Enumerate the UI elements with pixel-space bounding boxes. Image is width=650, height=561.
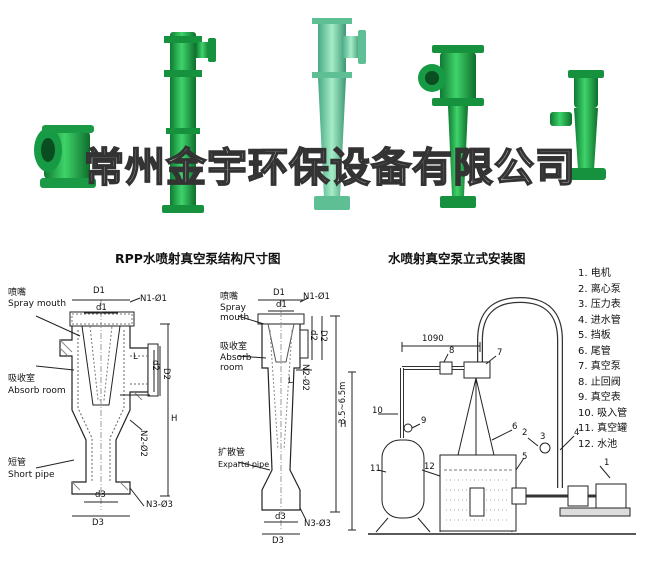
left-dim-N1: N1-Ø1: [140, 294, 167, 304]
callout-4: 4: [574, 428, 580, 438]
left-dim-d1: d1: [96, 303, 107, 313]
callout-12: 12: [424, 462, 435, 472]
left-dim-L: L: [133, 352, 138, 362]
mid-dim-d1: d1: [276, 300, 287, 310]
install-dim-height: 3.5~6.5m: [338, 381, 348, 424]
mid-dim-N2: N2-Ø2: [300, 364, 310, 391]
legend-item: 1. 电机: [578, 268, 611, 279]
legend-item: 5. 挡板: [578, 330, 611, 341]
left-dim-D3: D3: [92, 518, 104, 528]
callout-6: 6: [512, 422, 518, 432]
mid-label-expand-cn: 扩散管: [218, 448, 246, 458]
legend-item: 12. 水池: [578, 438, 618, 450]
callout-9: 9: [421, 416, 427, 426]
mid-dim-N3: N3-Ø3: [304, 519, 331, 529]
callout-10: 10: [372, 406, 383, 416]
mid-label-expand-en: Expartd pipe: [218, 460, 270, 469]
left-dim-D1: D1: [93, 286, 105, 296]
mid-dim-d2: d2: [308, 330, 318, 341]
pump-photo-1: [34, 125, 96, 188]
left-label-short-cn: 短管: [8, 458, 27, 468]
legend-item: 9. 真空表: [578, 392, 621, 403]
installation-legend: 1. 电机 2. 离心泵 3. 压力表 4. 进水管 5. 挡板 6. 尾管 7…: [578, 266, 627, 452]
mid-dim-H: H: [340, 420, 347, 430]
mid-label-spray-en1: Spray: [220, 303, 246, 313]
left-dim-H: H: [171, 414, 178, 424]
callout-3: 3: [540, 432, 546, 442]
left-label-spray-cn: 喷嘴: [8, 288, 27, 298]
callout-1: 1: [604, 458, 610, 468]
left-label-absorb-en: Absorb room: [8, 386, 66, 396]
callout-8: 8: [449, 346, 455, 356]
left-dim-D2: D2: [161, 368, 171, 380]
callout-2: 2: [522, 428, 528, 438]
pump-photo-2: [162, 32, 216, 213]
legend-item: 7. 真空泵: [578, 361, 621, 372]
mid-dim-D3: D3: [272, 536, 284, 546]
mid-dim-d3: d3: [275, 512, 286, 522]
left-label-spray-en: Spray mouth: [8, 299, 67, 309]
mid-label-spray-cn: 喷嘴: [220, 292, 239, 302]
legend-item: 10. 吸入管: [578, 407, 628, 419]
legend-item: 6. 尾管: [578, 345, 611, 357]
right-diagram-title: 水喷射真空泵立式安装图: [388, 251, 526, 266]
mid-label-spray-en2: mouth: [220, 313, 250, 323]
legend-item: 4. 进水管: [578, 314, 621, 326]
company-watermark: 常州金宇环保设备有限公司: [83, 144, 576, 192]
callout-11: 11: [370, 464, 381, 474]
mid-label-absorb-en2: room: [220, 363, 244, 373]
left-label-short-en: Short pipe: [8, 470, 55, 480]
legend-item: 3. 压力表: [578, 299, 621, 310]
legend-item: 11. 真空罐: [578, 423, 628, 434]
left-dim-N3: N3-Ø3: [146, 500, 173, 510]
pump-photo-4: [418, 45, 484, 208]
mid-dim-D1: D1: [273, 288, 285, 298]
mid-label-absorb-en1: Absorb: [220, 353, 252, 363]
legend-item: 2. 离心泵: [578, 283, 621, 295]
left-dim-d2: d2: [150, 360, 160, 371]
pump-photo-5: [550, 70, 606, 180]
left-dim-d3: d3: [95, 490, 106, 500]
callout-5: 5: [522, 452, 528, 462]
callout-7: 7: [497, 348, 503, 358]
left-label-absorb-cn: 吸收室: [8, 374, 36, 384]
mid-label-absorb-cn: 吸收室: [220, 342, 248, 352]
mid-dim-L: L: [288, 376, 293, 386]
mid-dim-D2: D2: [318, 330, 328, 342]
left-dim-N2: N2-Ø2: [138, 430, 148, 457]
left-diagram-title: RPP水喷射真空泵结构尺寸图: [115, 251, 281, 266]
legend-item: 8. 止回阀: [578, 376, 621, 388]
pump-photo-3: [312, 18, 366, 210]
install-dim-1090: 1090: [422, 334, 444, 344]
mid-dim-N1: N1-Ø1: [303, 292, 330, 302]
